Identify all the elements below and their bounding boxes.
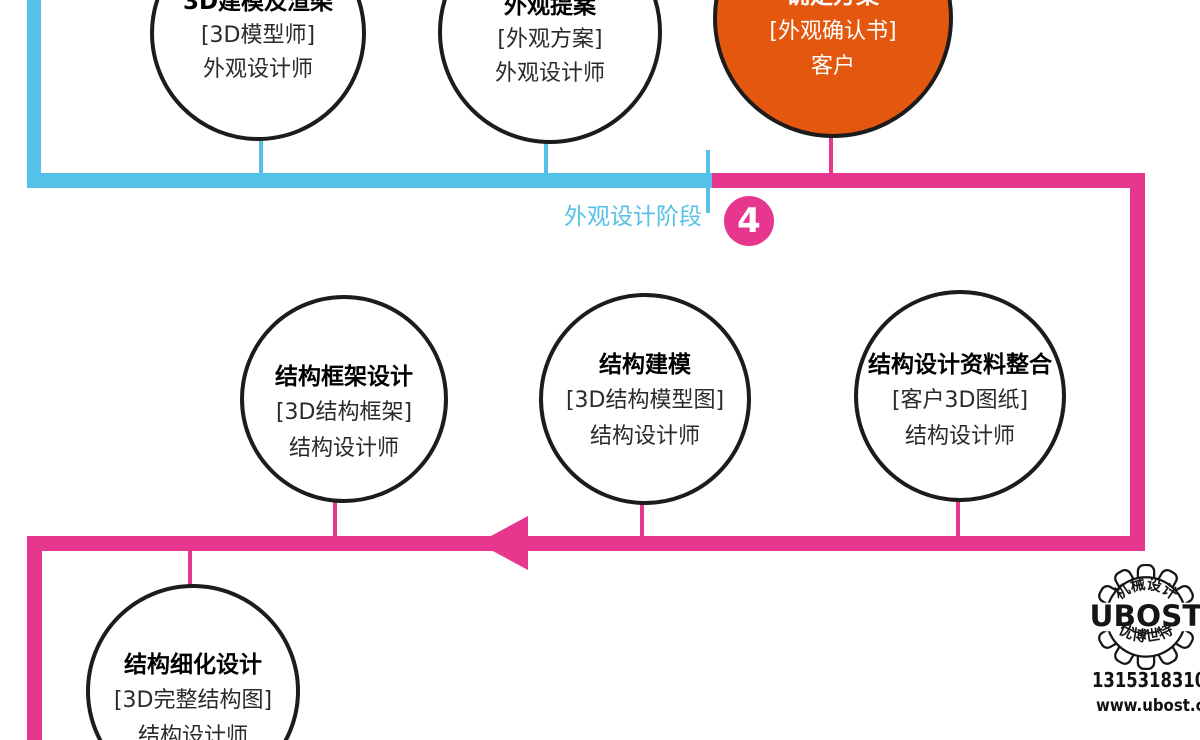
flow-direction-arrow-icon	[478, 516, 528, 570]
node-deliverable: [3D模型师]	[200, 23, 316, 48]
node-role: 结构设计师	[904, 424, 1015, 449]
flow-node-confirm-plan: 确定方案 [外观确认书] 客户	[713, 0, 953, 138]
node-role: 结构设计师	[137, 724, 248, 740]
phase-divider-tick	[706, 150, 710, 213]
node-title: 结构细化设计	[124, 652, 262, 678]
node-title: 确定方案	[717, 0, 949, 14]
node-title: 结构建模	[599, 352, 691, 378]
connector-line	[333, 500, 337, 538]
node-title: 结构设计资料整合	[868, 352, 1052, 378]
logo-phone: 13153183107	[1092, 668, 1200, 692]
pink-phase-line-left-down	[27, 536, 42, 740]
connector-line	[829, 136, 833, 175]
phase-label: 外观设计阶段	[564, 204, 702, 230]
connector-line	[259, 141, 263, 175]
node-title: 结构框架设计	[275, 364, 413, 390]
connector-line	[640, 503, 644, 538]
connector-line	[188, 549, 192, 586]
flow-node-structure-frame-design: 结构框架设计 [3D结构框架] 结构设计师	[240, 295, 448, 503]
blue-phase-line-vertical	[27, 0, 41, 188]
connector-line	[956, 500, 960, 538]
node-deliverable: [外观方案]	[497, 27, 603, 52]
pink-phase-line-bottom	[27, 536, 1145, 551]
flow-node-structure-data-integration: 结构设计资料整合 [客户3D图纸] 结构设计师	[854, 290, 1066, 502]
pink-phase-line-top	[712, 173, 1145, 188]
node-title: 外观提案	[504, 0, 596, 19]
flow-node-structure-modeling: 结构建模 [3D结构模型图] 结构设计师	[539, 293, 751, 505]
node-role: 结构设计师	[288, 436, 399, 461]
node-role: 外观设计师	[202, 57, 313, 82]
gear-logo-icon: 机械设计 UBOST 优博世特	[1090, 564, 1200, 671]
flow-node-appearance-proposal: 外观提案 [外观方案] 外观设计师	[438, 0, 662, 144]
node-role: 外观设计师	[494, 61, 605, 86]
node-role: 结构设计师	[589, 424, 700, 449]
flow-node-3d-modeling-rendering: 3D建模及渲染 [3D模型师] 外观设计师	[150, 0, 366, 141]
node-role: 客户	[810, 54, 855, 79]
connector-line	[544, 140, 548, 175]
node-deliverable: [客户3D图纸]	[891, 388, 1029, 413]
node-deliverable: [3D完整结构图]	[113, 688, 273, 713]
company-logo: 机械设计 UBOST 优博世特	[1090, 564, 1200, 674]
node-deliverable: [3D结构框架]	[275, 400, 413, 425]
pink-phase-line-right	[1130, 173, 1145, 551]
phase-number-badge: 4	[724, 196, 774, 246]
node-title: 3D建模及渲染	[182, 0, 334, 15]
blue-phase-line-horizontal	[27, 173, 712, 188]
logo-wordmark: UBOST	[1090, 599, 1200, 633]
flow-node-structure-detail-design: 结构细化设计 [3D完整结构图] 结构设计师	[86, 584, 300, 740]
node-deliverable: [3D结构模型图]	[565, 388, 725, 413]
node-deliverable: [外观确认书]	[769, 19, 897, 44]
logo-website: www.ubost.cn	[1096, 696, 1200, 716]
